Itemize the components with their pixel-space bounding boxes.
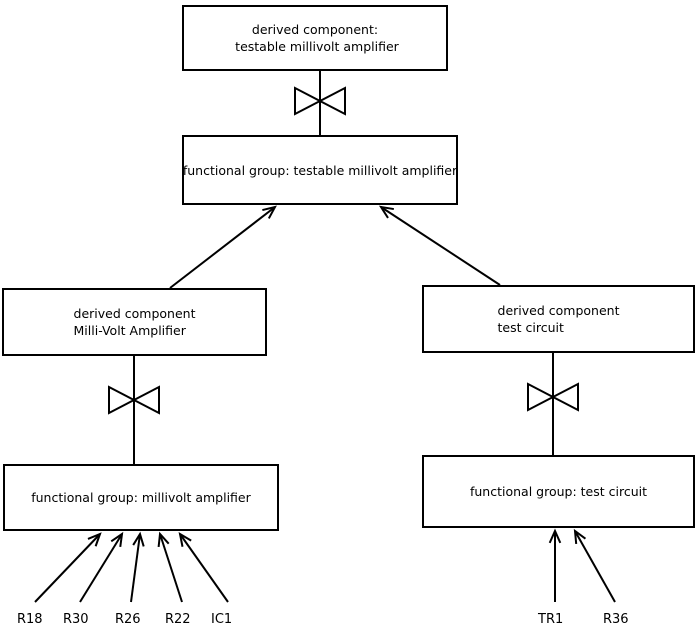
arrow-millivolt-to-testable-group-head [262, 205, 277, 219]
arrow-test-circuit-to-testable-group-line [380, 206, 501, 286]
leaf-label-r26: R26 [115, 612, 141, 627]
arrow-r26-head [132, 531, 145, 547]
arrow-r18-line [34, 533, 101, 603]
leaf-label-r30: R30 [63, 612, 89, 627]
node-functional-group-millivolt-amplifier[interactable]: functional group: millivolt amplifier [3, 464, 279, 531]
bowtie-connector-testable-left-triangle [294, 86, 323, 116]
leaf-label-r22: R22 [165, 612, 191, 627]
leaf-label-r36: R36 [603, 612, 629, 627]
bowtie-connector-millivolt-right-triangle [131, 385, 160, 415]
arrow-r30-line [79, 533, 123, 603]
arrow-r18-head [87, 532, 102, 547]
arrow-test-circuit-to-testable-group-head [378, 205, 394, 219]
node-label: functional group: testable millivolt amp… [182, 162, 458, 178]
bowtie-connector-testable-right-triangle [317, 86, 346, 116]
arrow-r30-head [110, 531, 124, 548]
node-label: functional group: millivolt amplifier [31, 490, 251, 505]
bowtie-connector-millivolt-left-triangle [108, 385, 137, 415]
node-label: derived component: testable millivolt am… [231, 22, 399, 54]
node-functional-group-testable-millivolt-amplifier[interactable]: functional group: testable millivolt amp… [182, 135, 458, 205]
leaf-label-ic1: IC1 [211, 612, 233, 627]
arrow-ic1-line [179, 533, 229, 603]
bowtie-connector-test-circuit-left-triangle [527, 382, 556, 412]
arrow-r36-head [573, 528, 587, 545]
leaf-label-tr1: TR1 [538, 612, 564, 627]
node-derived-component-testable-millivolt-amplifier[interactable]: derived component: testable millivolt am… [182, 5, 448, 71]
leaf-label-r18: R18 [17, 612, 43, 627]
arrow-tr1-head [548, 528, 562, 544]
arrow-r26-line [130, 533, 141, 603]
arrow-r36-line [574, 530, 616, 603]
arrow-r22-line [159, 533, 183, 603]
arrow-millivolt-to-testable-group-line [169, 206, 276, 289]
arrow-r22-head [157, 531, 170, 548]
node-functional-group-test-circuit[interactable]: functional group: test circuit [422, 455, 695, 528]
edges-group [34, 71, 616, 603]
bowtie-connector-test-circuit-right-triangle [550, 382, 579, 412]
arrow-ic1-head [178, 531, 192, 547]
node-label: functional group: test circuit [469, 484, 647, 499]
